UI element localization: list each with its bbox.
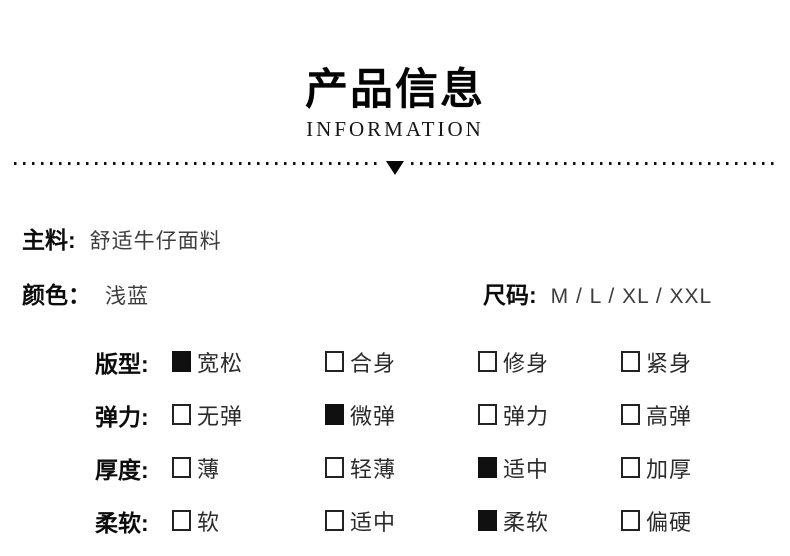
checkbox-icon <box>172 404 191 426</box>
size-value: M / L / XL / XXL <box>550 285 713 309</box>
spec-row-label: 柔软: <box>95 509 149 536</box>
checkbox-icon <box>325 404 344 426</box>
spec-option-label: 适中 <box>350 509 397 535</box>
spec-option-label: 高弹 <box>646 403 693 429</box>
spec-option: 适中 <box>325 505 478 537</box>
spec-table: 版型: 宽松 合身 修身 紧身 弹力: 无弹 <box>95 335 790 547</box>
material-row: 主料: 舒适牛仔面料 <box>22 221 790 255</box>
spec-option: 适中 <box>478 452 621 484</box>
spec-option-label: 轻薄 <box>350 456 397 482</box>
checkbox-icon <box>325 510 344 532</box>
material-value: 舒适牛仔面料 <box>89 230 222 254</box>
dotted-line-right <box>411 162 776 166</box>
spec-option: 宽松 <box>172 346 325 378</box>
spec-option-label: 加厚 <box>646 456 693 482</box>
spec-option: 加厚 <box>621 452 761 484</box>
checkbox-icon <box>478 510 497 532</box>
spec-option: 微弹 <box>325 399 478 431</box>
spec-option-label: 柔软 <box>503 509 550 535</box>
material-label: 主料: <box>22 227 76 254</box>
spec-option-label: 合身 <box>350 350 397 376</box>
spec-row-thickness: 厚度: 薄 轻薄 适中 加厚 <box>95 441 790 494</box>
spec-option: 高弹 <box>621 399 761 431</box>
page-title: 产品信息 <box>305 66 485 114</box>
spec-option: 轻薄 <box>325 452 478 484</box>
spec-row-elasticity: 弹力: 无弹 微弹 弹力 高弹 <box>95 388 790 441</box>
spec-row-label: 版型: <box>95 350 149 377</box>
header: 产品信息 INFORMATION <box>0 0 790 141</box>
spec-option: 软 <box>172 505 325 537</box>
spec-option: 合身 <box>325 346 478 378</box>
spec-option-label: 紧身 <box>646 350 693 376</box>
spec-option: 紧身 <box>621 346 761 378</box>
checkbox-icon <box>172 457 191 479</box>
checkbox-icon <box>325 351 344 373</box>
spec-option-label: 修身 <box>503 350 550 376</box>
color-value: 浅蓝 <box>105 285 149 309</box>
dotted-line-left <box>14 162 379 166</box>
size-label: 尺码: <box>483 282 537 309</box>
color-size-row: 颜色： 浅蓝 尺码: M / L / XL / XXL <box>0 276 790 310</box>
spec-option-label: 弹力 <box>503 403 550 429</box>
checkbox-icon <box>478 457 497 479</box>
spec-row-label: 弹力: <box>95 403 149 430</box>
page-subtitle: INFORMATION <box>306 117 484 142</box>
spec-option-label: 宽松 <box>197 350 244 376</box>
spec-option: 偏硬 <box>621 505 761 537</box>
checkbox-icon <box>478 404 497 426</box>
spec-option-label: 薄 <box>197 456 221 482</box>
checkbox-icon <box>172 351 191 373</box>
spec-option-label: 软 <box>197 509 221 535</box>
color-group: 颜色： 浅蓝 <box>22 276 790 310</box>
spec-option: 薄 <box>172 452 325 484</box>
divider <box>14 161 776 181</box>
spec-row-label: 厚度: <box>95 456 149 483</box>
spec-option: 弹力 <box>478 399 621 431</box>
checkbox-icon <box>478 351 497 373</box>
checkbox-icon <box>621 404 640 426</box>
spec-option: 柔软 <box>478 505 621 537</box>
spec-option-label: 偏硬 <box>646 509 693 535</box>
spec-option: 无弹 <box>172 399 325 431</box>
spec-option: 修身 <box>478 346 621 378</box>
color-label: 颜色： <box>22 282 91 309</box>
checkbox-icon <box>621 351 640 373</box>
checkbox-icon <box>621 457 640 479</box>
triangle-down-icon <box>386 161 404 176</box>
checkbox-icon <box>172 510 191 532</box>
spec-row-fit: 版型: 宽松 合身 修身 紧身 <box>95 335 790 388</box>
spec-option-label: 适中 <box>503 456 550 482</box>
spec-option-label: 无弹 <box>197 403 244 429</box>
spec-row-softness: 柔软: 软 适中 柔软 偏硬 <box>95 494 790 547</box>
size-group: 尺码: M / L / XL / XXL <box>483 276 712 310</box>
checkbox-icon <box>325 457 344 479</box>
checkbox-icon <box>621 510 640 532</box>
spec-option-label: 微弹 <box>350 403 397 429</box>
